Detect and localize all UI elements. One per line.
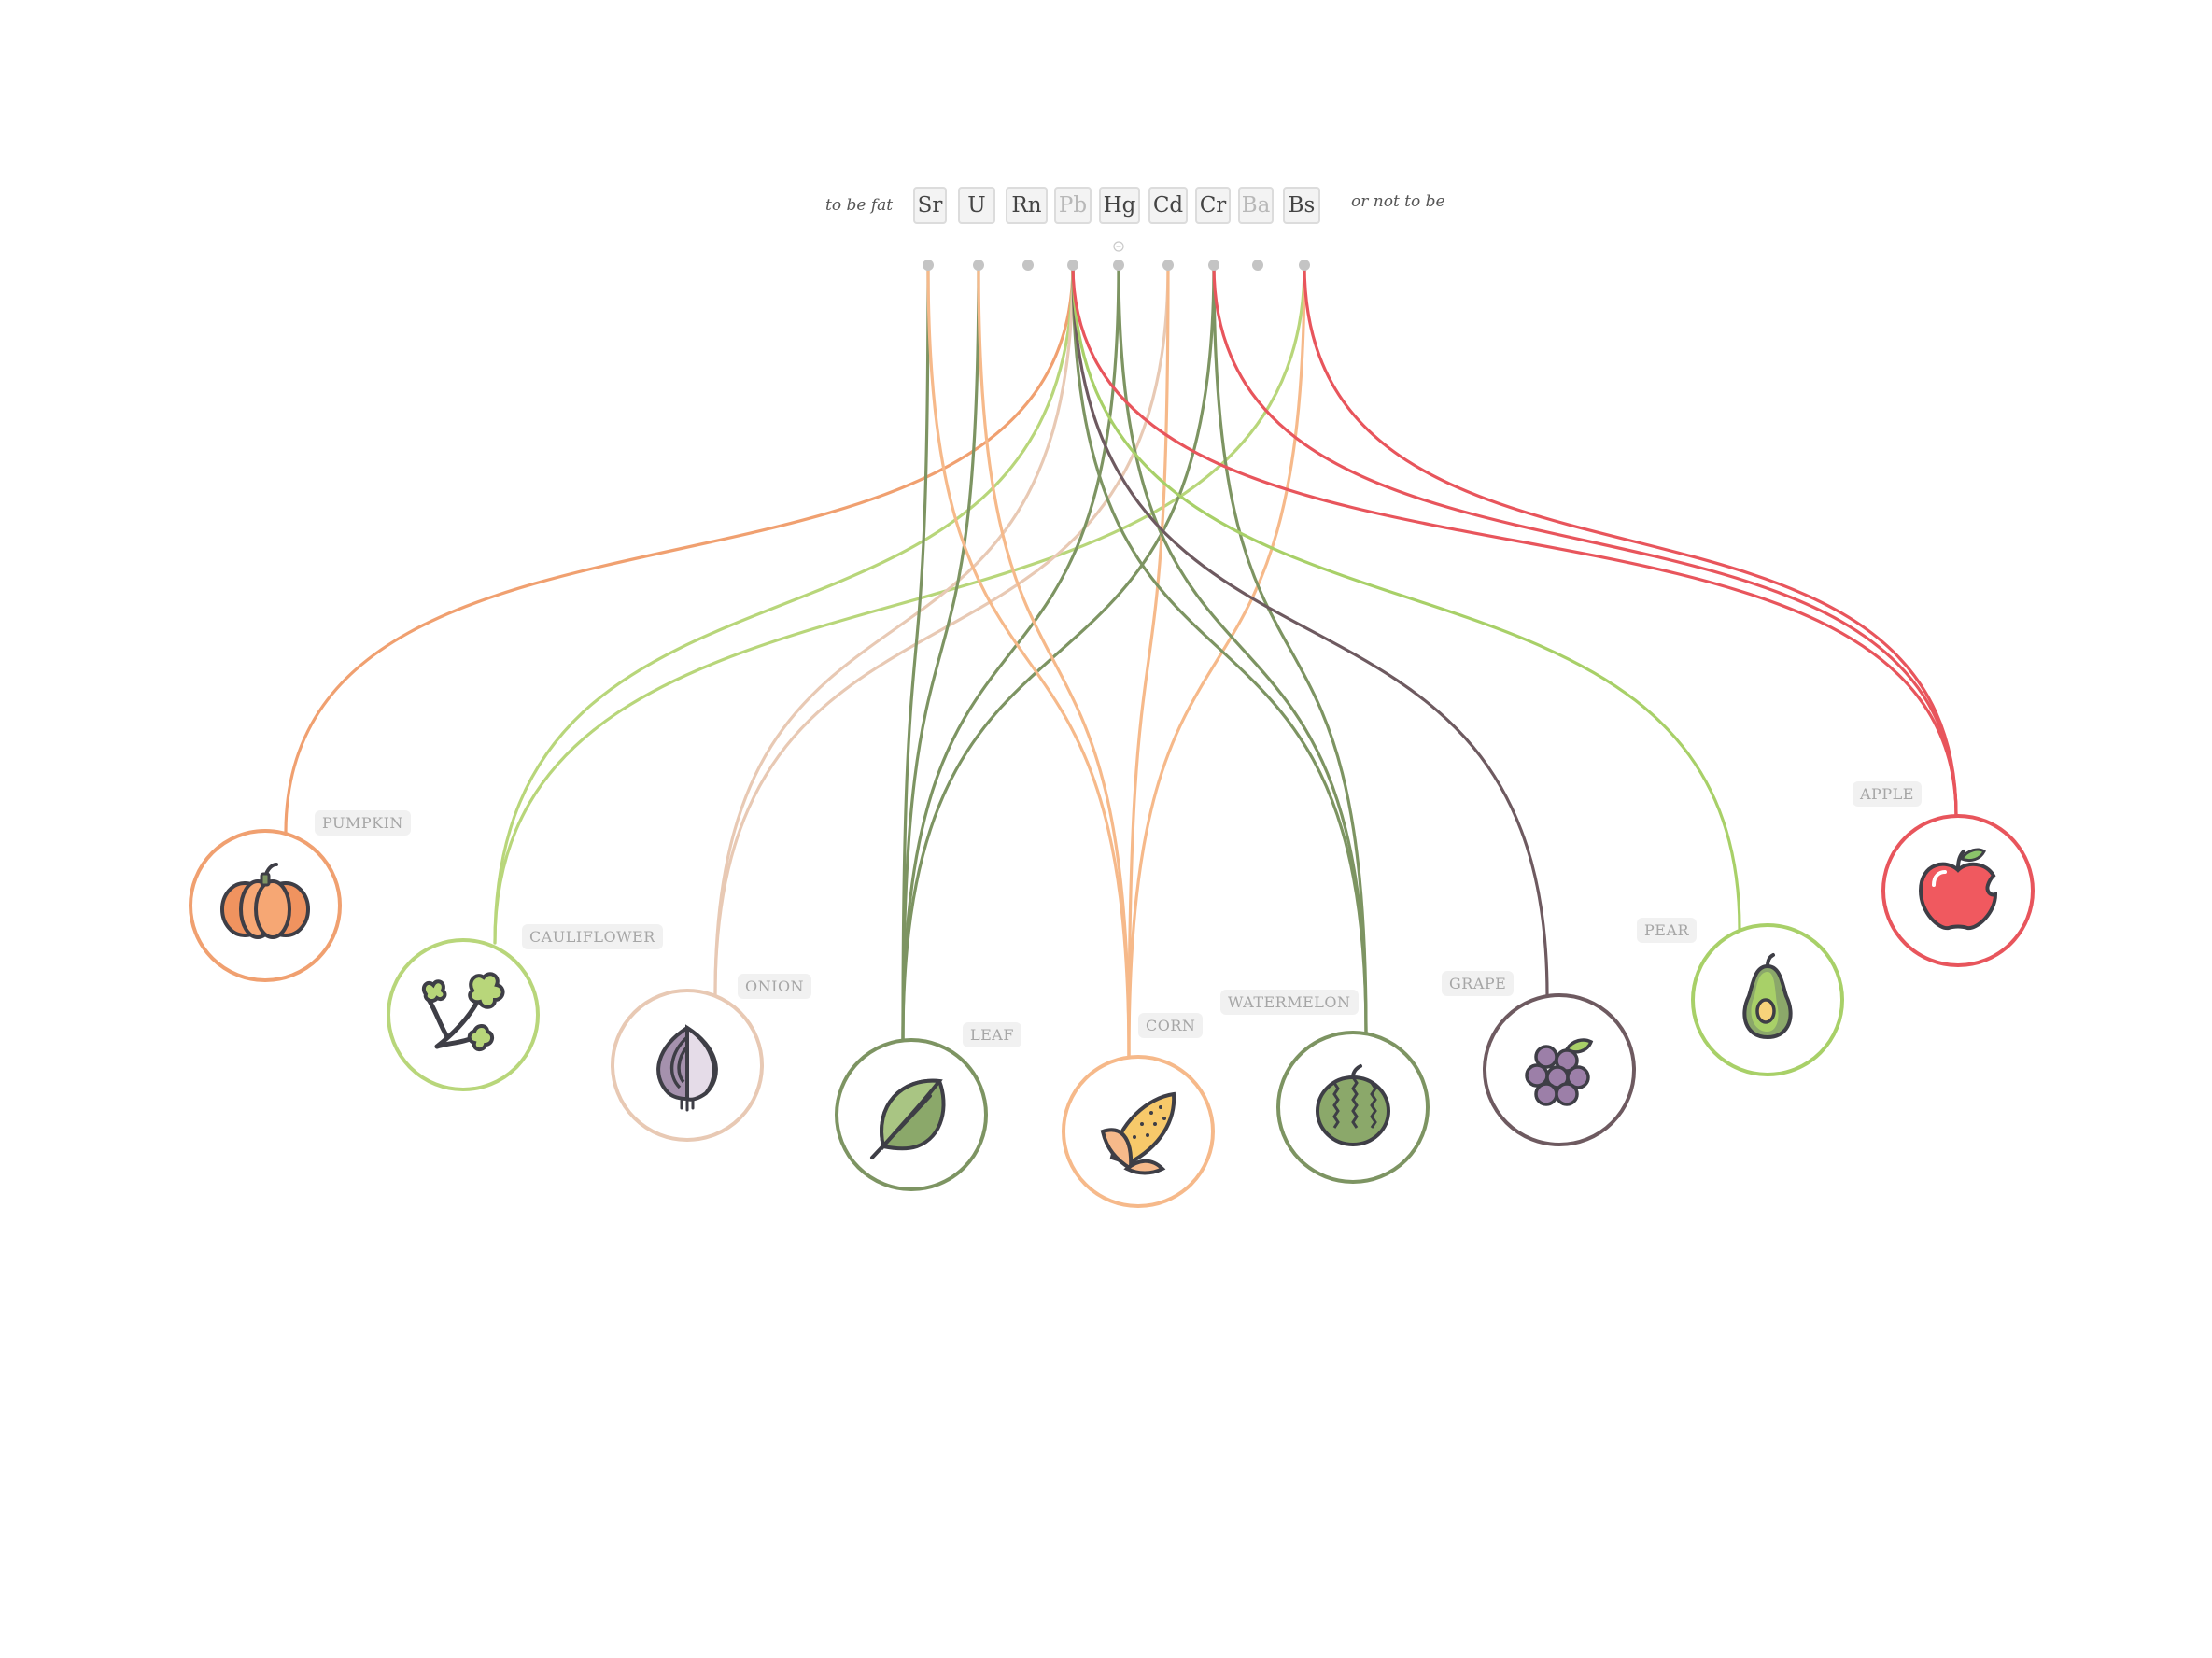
- tag-leaf: LEAF: [963, 1022, 1021, 1047]
- anchors-layer: [923, 241, 1310, 271]
- tag-corn: CORN: [1138, 1013, 1204, 1038]
- link-hg-leaf: [901, 263, 1120, 1042]
- node-cauliflower[interactable]: [387, 938, 540, 1091]
- grape-icon: [1525, 1038, 1594, 1106]
- node-watermelon[interactable]: [1276, 1031, 1430, 1184]
- link-bs-corn: [1127, 263, 1306, 1059]
- link-sr-corn: [926, 263, 1131, 1059]
- element-button-hg[interactable]: Hg: [1099, 187, 1140, 224]
- element-button-bs[interactable]: Bs: [1283, 187, 1320, 224]
- link-bs-apple: [1303, 263, 1958, 818]
- link-pb-apple: [1071, 263, 1958, 818]
- tag-grape: GRAPE: [1442, 971, 1515, 996]
- pumpkin-icon: [220, 863, 310, 939]
- anchor-pb[interactable]: [1067, 260, 1078, 271]
- anchor-cd[interactable]: [1162, 260, 1174, 271]
- element-button-cd[interactable]: Cd: [1148, 187, 1188, 224]
- link-hg-watermelon: [1117, 263, 1368, 1034]
- element-button-u[interactable]: U: [958, 187, 995, 224]
- tag-onion: ONION: [738, 974, 812, 999]
- link-cd-corn: [1127, 263, 1170, 1059]
- anchor-hg[interactable]: [1113, 260, 1124, 271]
- link-u-corn: [977, 263, 1131, 1059]
- watermelon-icon: [1316, 1064, 1390, 1146]
- element-button-rn[interactable]: Rn: [1006, 187, 1048, 224]
- element-button-ba[interactable]: Ba: [1238, 187, 1274, 224]
- leaf-icon: [870, 1078, 946, 1159]
- node-leaf[interactable]: [835, 1038, 988, 1191]
- anchor-cr[interactable]: [1208, 260, 1219, 271]
- minus-icon[interactable]: [1113, 241, 1124, 252]
- node-pumpkin[interactable]: [189, 829, 342, 982]
- link-pb-pumpkin: [284, 263, 1075, 835]
- anchor-sr[interactable]: [923, 260, 934, 271]
- link-pb-grape: [1071, 263, 1549, 997]
- link-cd-onion: [713, 263, 1170, 996]
- node-grape[interactable]: [1483, 993, 1636, 1146]
- node-corn[interactable]: [1062, 1055, 1215, 1208]
- anchor-u[interactable]: [973, 260, 984, 271]
- left-axis-label: to be fat: [825, 196, 894, 215]
- link-cr-apple: [1212, 263, 1958, 818]
- element-button-cr[interactable]: Cr: [1195, 187, 1231, 224]
- tag-pumpkin: PUMPKIN: [315, 810, 411, 836]
- tag-cauliflower: CAULIFLOWER: [522, 924, 663, 949]
- anchor-rn[interactable]: [1022, 260, 1034, 271]
- node-apple[interactable]: [1881, 814, 2035, 967]
- link-pb-onion: [713, 263, 1075, 996]
- cauliflower-icon: [421, 972, 505, 1051]
- node-onion[interactable]: [611, 989, 764, 1142]
- link-sr-leaf: [901, 263, 930, 1042]
- node-ring: [387, 938, 540, 1091]
- link-u-leaf: [901, 263, 980, 1042]
- links-layer: [284, 263, 1958, 1059]
- element-button-sr[interactable]: Sr: [913, 187, 947, 224]
- link-pb-watermelon: [1071, 263, 1368, 1034]
- node-pear[interactable]: [1691, 923, 1844, 1076]
- anchor-bs[interactable]: [1299, 260, 1310, 271]
- tag-pear: PEAR: [1637, 918, 1698, 943]
- onion-icon: [656, 1024, 718, 1112]
- link-pb-cauliflower: [493, 263, 1075, 945]
- link-cr-watermelon: [1212, 263, 1368, 1034]
- tag-watermelon: WATERMELON: [1220, 990, 1359, 1015]
- corn-icon: [1100, 1091, 1176, 1175]
- nodes-layer: [189, 814, 2035, 1208]
- link-bs-cauliflower: [493, 263, 1306, 945]
- link-pb-pear: [1071, 263, 1741, 931]
- right-axis-label: or not to be: [1351, 192, 1445, 211]
- element-button-pb[interactable]: Pb: [1054, 187, 1092, 224]
- link-cr-leaf: [901, 263, 1216, 1042]
- apple-icon: [1918, 848, 1998, 931]
- tag-apple: APPLE: [1853, 781, 1922, 807]
- anchor-ba[interactable]: [1252, 260, 1263, 271]
- pear-icon: [1742, 953, 1793, 1040]
